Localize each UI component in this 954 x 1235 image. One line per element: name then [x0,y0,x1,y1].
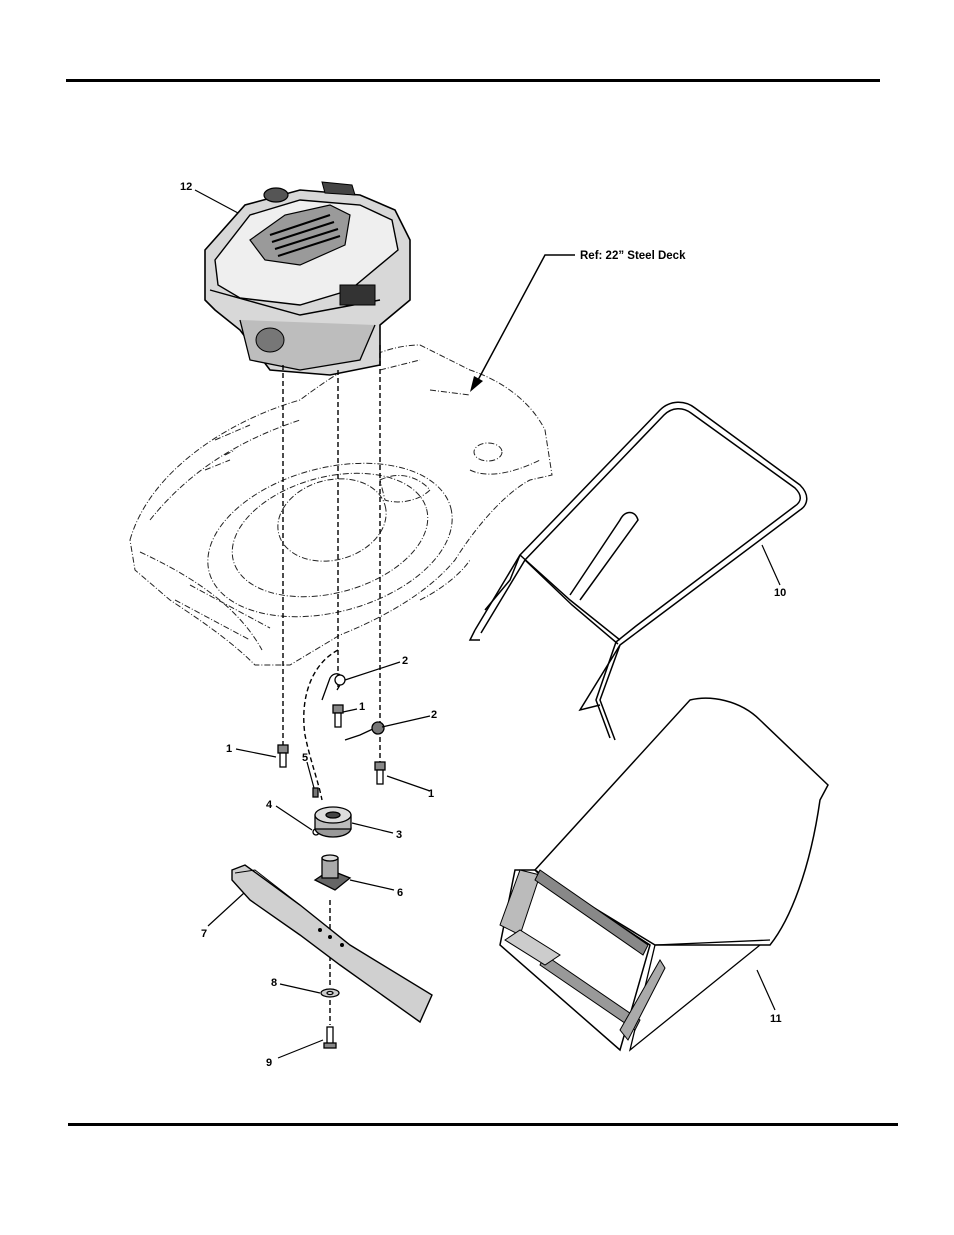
bolt-icon-2 [333,705,343,727]
blade-adapter-icon [315,807,351,837]
callout-11: 11 [770,1013,782,1025]
callout-1-center: 1 [359,701,365,713]
reference-arrow [470,255,575,392]
bolt-icon [278,745,288,767]
bolt-icon-3 [375,762,385,784]
key-icon [313,788,318,797]
callout-2-lower: 2 [431,709,437,721]
callout-4: 4 [266,799,273,811]
mower-deck-icon [130,345,552,665]
bracket-icon [322,674,345,700]
washer-icon [321,989,339,997]
callout-10: 10 [774,587,786,599]
adapter-icon [315,855,350,890]
callout-3: 3 [396,829,402,841]
callout-2-upper: 2 [402,655,408,667]
callout-7: 7 [201,928,207,940]
grass-bag-icon [500,698,828,1050]
engine-icon [205,182,410,375]
callout-12: 12 [180,181,192,193]
callout-5: 5 [302,752,308,764]
callout-1-right: 1 [428,788,434,800]
blade-bolt-icon [324,1027,336,1048]
callout-6: 6 [397,887,403,899]
callout-8: 8 [271,977,277,989]
callout-9: 9 [266,1057,272,1069]
grass-bag-frame-icon [470,402,807,740]
callout-1-left: 1 [226,743,232,755]
bracket-icon-2 [345,722,384,740]
reference-label: Ref: 22” Steel Deck [580,250,686,262]
